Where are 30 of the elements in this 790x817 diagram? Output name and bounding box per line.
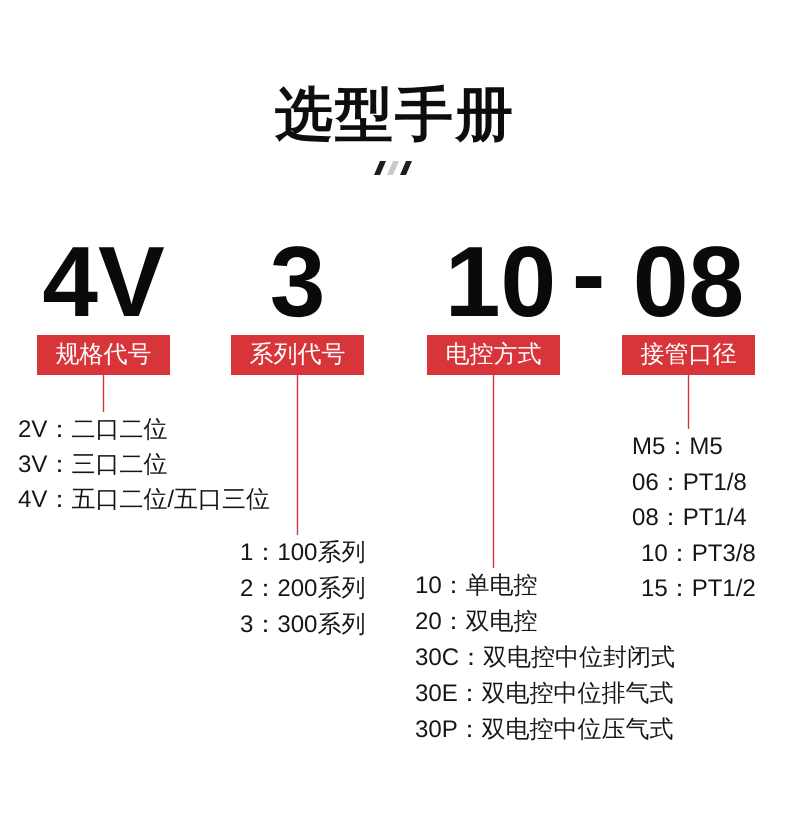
model-code: 4V [42, 232, 165, 332]
model-code: 08 [632, 232, 744, 332]
option-text: 10：单电控 [415, 571, 538, 601]
model-code: 3 [270, 232, 326, 332]
leader-line [688, 375, 690, 429]
category-tag: 系列代号 [231, 335, 364, 375]
option-text: 30P：双电控中位压气式 [415, 715, 674, 745]
option-text: M5：M5 [632, 432, 723, 462]
option-text: 4V：五口二位/五口三位 [18, 485, 270, 515]
title: 选型手册 [275, 84, 515, 146]
option-text: 2V：二口二位 [18, 415, 168, 445]
leader-line [492, 375, 494, 568]
option-text: 06：PT1/8 [632, 468, 747, 498]
option-text: 30C：双电控中位封闭式 [415, 643, 676, 673]
option-text: 08：PT1/4 [632, 503, 747, 533]
category-tag: 接管口径 [622, 335, 755, 375]
leader-line [296, 375, 298, 535]
category-tag: 规格代号 [37, 335, 170, 375]
option-text: 3V：三口二位 [18, 450, 168, 480]
separator-dash: - [572, 224, 606, 324]
option-text: 3：300系列 [240, 610, 366, 640]
option-text: 30E：双电控中位排气式 [415, 679, 674, 709]
option-text: 10：PT3/8 [641, 538, 756, 568]
option-text: 1：100系列 [240, 538, 366, 568]
model-code: 10 [444, 232, 556, 332]
option-text: 20：双电控 [415, 607, 538, 637]
category-tag: 电控方式 [427, 335, 560, 375]
option-text: 15：PT1/2 [641, 574, 756, 604]
option-text: 2：200系列 [240, 574, 366, 604]
leader-line [102, 375, 104, 412]
